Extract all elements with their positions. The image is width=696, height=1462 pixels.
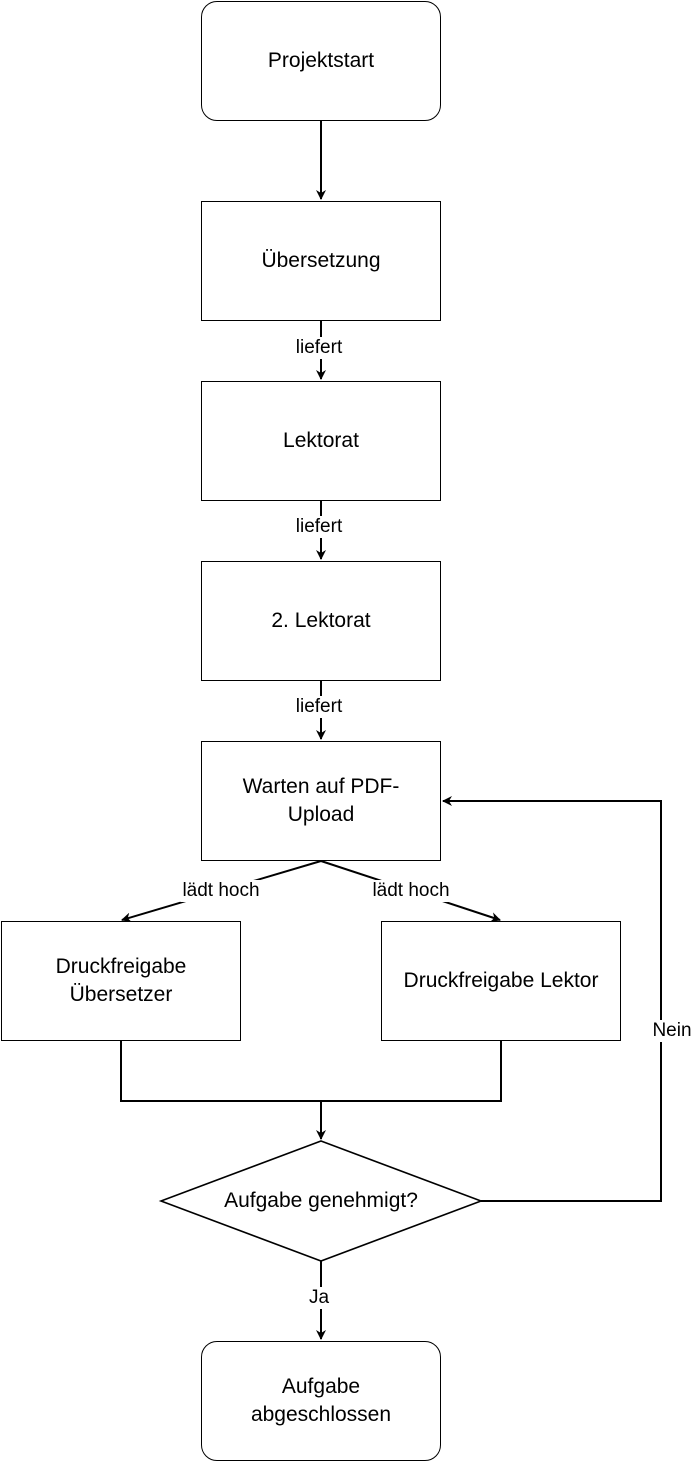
- editing2-node-label: 2. Lektorat: [271, 609, 371, 632]
- translation-node-label: Übersetzung: [261, 249, 381, 272]
- done-node-label: Aufgabe abgeschlossen: [250, 1375, 392, 1426]
- edge-label-delivers-3: liefert: [293, 696, 345, 718]
- start-node: Projektstart: [201, 1, 441, 121]
- edge-label-yes: Ja: [306, 1287, 332, 1309]
- edge-label-delivers-1: liefert: [293, 337, 345, 359]
- edge-release-editor-merge: [321, 1041, 502, 1102]
- editing-node-label: Lektorat: [283, 429, 359, 452]
- edge-label-delivers-2: liefert: [293, 516, 345, 538]
- decision-node: Aufgabe genehmigt?: [161, 1181, 481, 1221]
- release-editor-node-label: Druckfreigabe Lektor: [403, 969, 599, 992]
- editing2-node: 2. Lektorat: [201, 561, 441, 681]
- edge-release-translator-merge: [120, 1041, 321, 1102]
- release-translator-node-label: Druckfreigabe Übersetzer: [55, 955, 187, 1006]
- release-translator-node: Druckfreigabe Übersetzer: [1, 921, 241, 1041]
- edge-decision-no: [442, 796, 662, 1202]
- wait-upload-node-label: Warten auf PDF-Upload: [242, 775, 400, 826]
- editing-node: Lektorat: [201, 381, 441, 501]
- edge-label-uploads-right: lädt hoch: [370, 880, 452, 902]
- decision-node-label: Aufgabe genehmigt?: [224, 1189, 418, 1212]
- decision-diamond: [158, 1140, 484, 1262]
- edge-label-no: Nein: [650, 1020, 694, 1042]
- wait-upload-node: Warten auf PDF-Upload: [201, 741, 441, 861]
- edge-label-uploads-left: lädt hoch: [180, 880, 262, 902]
- start-node-label: Projektstart: [267, 49, 375, 72]
- done-node: Aufgabe abgeschlossen: [201, 1341, 441, 1461]
- translation-node: Übersetzung: [201, 201, 441, 321]
- release-editor-node: Druckfreigabe Lektor: [381, 921, 621, 1041]
